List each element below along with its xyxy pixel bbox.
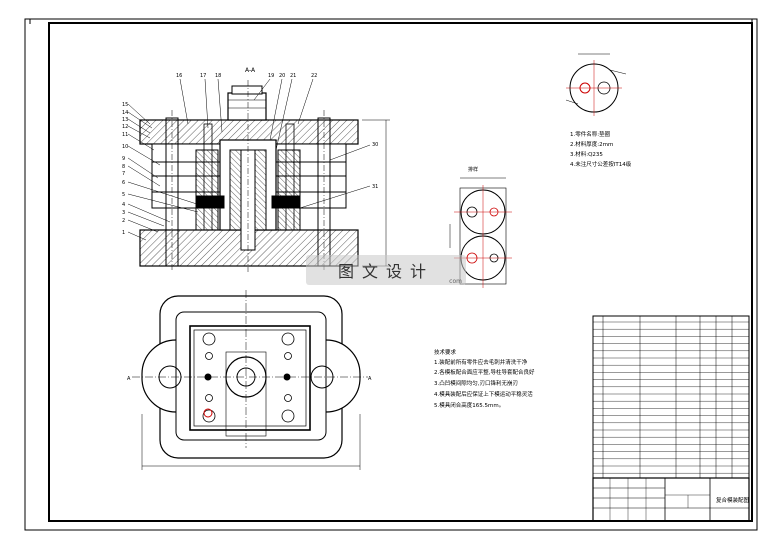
section-view: A-A — [127, 67, 390, 272]
tech-req-2: 2.各模板配合面应平整,导柱导套配合良好 — [434, 368, 535, 376]
section-balloons: 16 17 18 19 20 21 22 15 14 13 12 11 10 9… — [122, 73, 378, 236]
section-label: A-A — [245, 67, 256, 74]
balloon-left-4: 4 — [122, 202, 125, 208]
tech-req-4: 4.模具装配后应保证上下模运动平稳灵活 — [434, 390, 533, 398]
bill-of-materials — [592, 315, 750, 479]
balloon-left-13: 13 — [122, 117, 128, 123]
balloon-left-7: 7 — [122, 171, 125, 177]
balloon-top-1: 16 — [176, 73, 182, 79]
tech-requirements: 技术要求 1.装配前所有零件应去毛刺并清洗干净 2.各模板配合面应平整,导柱导套… — [434, 348, 535, 409]
balloon-left-9: 9 — [122, 156, 125, 162]
balloon-left-12: 12 — [122, 124, 128, 130]
watermark: 图文设计 com — [306, 255, 466, 285]
balloon-top-2: 17 — [200, 73, 206, 79]
balloon-right-31: 31 — [372, 184, 378, 190]
tech-req-5: 5.模具闭合高度165.5mm。 — [434, 401, 504, 409]
plan-mark-right: A — [368, 376, 372, 382]
strip-layout-title: 排样 — [468, 166, 478, 173]
balloon-top-4: 19 — [268, 73, 274, 79]
plan-mark-left: A — [127, 376, 131, 382]
plan-view — [132, 290, 368, 470]
balloon-left-5: 5 — [122, 192, 125, 198]
balloon-top-3: 18 — [215, 73, 221, 79]
balloon-left-14: 14 — [122, 110, 128, 116]
watermark-text: 图文设计 — [337, 262, 434, 281]
balloon-left-11: 11 — [122, 132, 128, 138]
drawing-name: 复合模装配图 — [716, 496, 750, 504]
balloon-left-1: 1 — [122, 230, 125, 236]
balloon-left-2: 2 — [122, 218, 125, 224]
outer-frame — [24, 18, 758, 531]
balloon-left-15: 15 — [122, 102, 128, 108]
balloon-top-5: 20 — [279, 73, 285, 79]
part-note-2: 2.材料厚度:2mm — [570, 140, 613, 148]
part-note-4: 4.未注尺寸公差按IT14级 — [570, 160, 632, 168]
part-note-3: 3.材料:Q235 — [570, 150, 603, 158]
balloon-left-6: 6 — [122, 180, 125, 186]
balloon-right-30: 30 — [372, 142, 378, 148]
strip-layout: 排样 — [449, 166, 512, 288]
watermark-sub: com — [449, 278, 462, 285]
part-drawing — [565, 53, 627, 116]
tech-req-1: 1.装配前所有零件应去毛刺并清洗干净 — [434, 358, 528, 366]
balloon-left-3: 3 — [122, 210, 125, 216]
tech-req-title: 技术要求 — [434, 348, 457, 356]
balloon-left-10: 10 — [122, 144, 128, 150]
balloon-top-6: 21 — [290, 73, 296, 79]
plan-marks: A A — [127, 376, 372, 382]
tech-req-3: 3.凸凹模间隙均匀,刃口锋利无崩刃 — [434, 379, 518, 387]
part-note-1: 1.零件名称:垫圈 — [570, 130, 611, 138]
inner-frame — [48, 22, 753, 522]
balloon-top-7: 22 — [311, 73, 317, 79]
part-notes: 1.零件名称:垫圈 2.材料厚度:2mm 3.材料:Q235 4.未注尺寸公差按… — [570, 130, 632, 168]
title-block: 复合模装配图 — [592, 477, 750, 522]
balloon-left-8: 8 — [122, 164, 125, 170]
